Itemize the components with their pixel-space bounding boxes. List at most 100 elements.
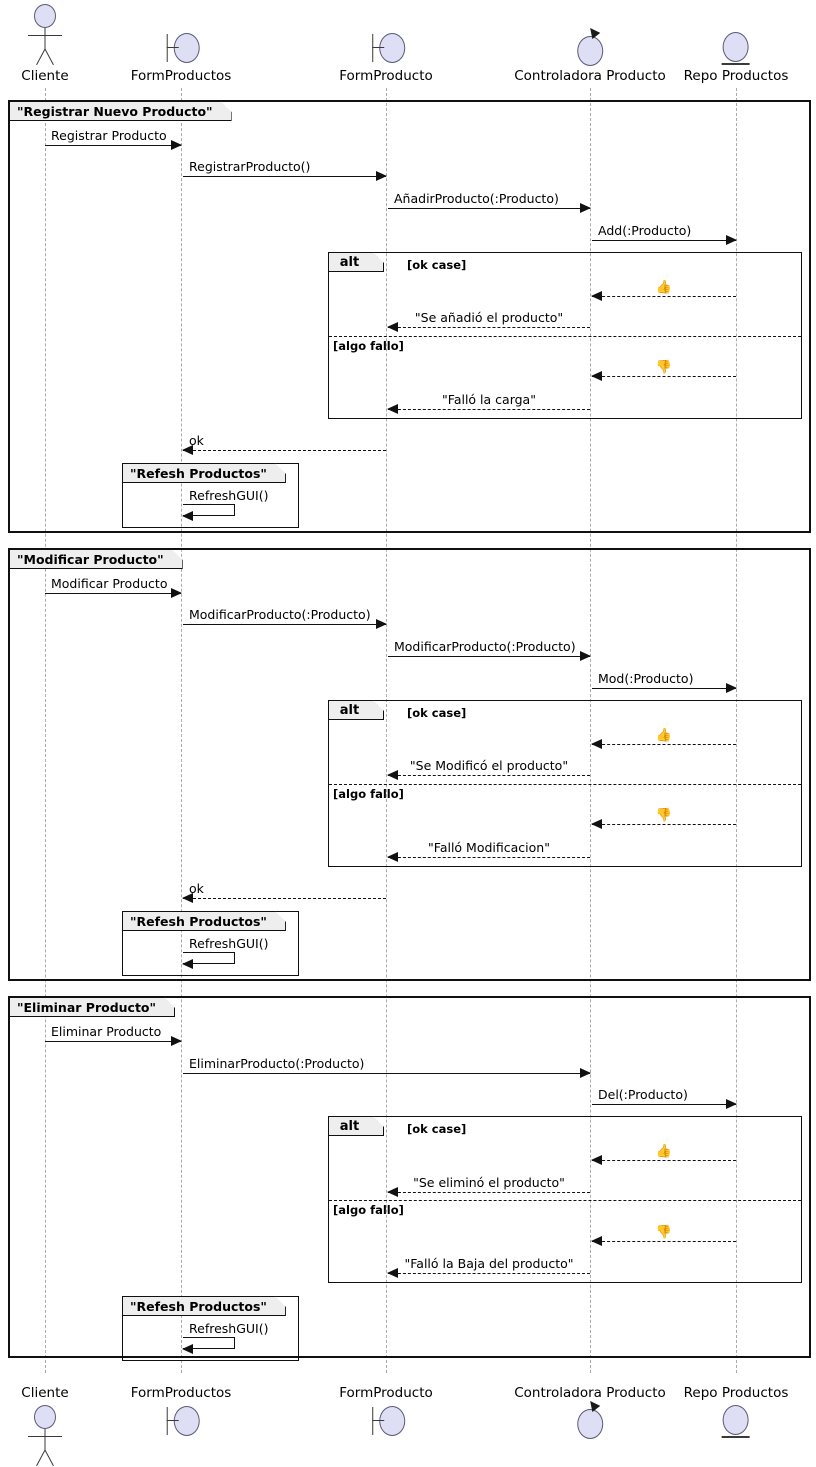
message-label: "Se Modificó el producto": [409, 758, 569, 773]
alt-condition-fail: [algo fallo]: [333, 787, 404, 801]
participant-label: Controladora Producto: [514, 1385, 666, 1401]
participant-repo-productos-top[interactable]: Repo Productos: [683, 28, 789, 84]
participant-repo-productos-bottom[interactable]: Repo Productos: [683, 1385, 789, 1441]
message-modificar-producto[interactable]: Modificar Producto: [45, 577, 182, 598]
fragment-label: "Registrar Nuevo Producto": [9, 101, 232, 121]
alt-fragment-registrar[interactable]: alt [ok case] [algo fallo]: [328, 252, 802, 419]
alt-condition-ok: [ok case]: [407, 1122, 467, 1136]
fragment-label: "Refesh Productos": [122, 463, 286, 483]
message-registrarproducto-call[interactable]: RegistrarProducto(): [183, 160, 387, 181]
participant-label: Cliente: [21, 68, 69, 84]
participant-label: Repo Productos: [683, 68, 789, 84]
message-label: Eliminar Producto: [51, 1024, 162, 1039]
message-ok-ack-2[interactable]: ok: [182, 882, 386, 903]
message-ok-ack-1[interactable]: ok: [182, 434, 386, 455]
message-label: "Falló la carga": [442, 392, 536, 407]
lifeline-controladora-producto: [590, 88, 591, 1373]
message-label: RefreshGUI(): [189, 488, 269, 503]
control-icon: [560, 1397, 620, 1441]
alt-condition-ok: [ok case]: [407, 706, 467, 720]
message-registrar-producto[interactable]: Registrar Producto: [45, 129, 182, 150]
participant-cliente-top[interactable]: Cliente: [15, 2, 75, 84]
message-label: 👎: [655, 808, 673, 823]
message-modificarproducto-call[interactable]: ModificarProducto(:Producto): [183, 608, 387, 629]
message-fail-return-thumbsdown[interactable]: 👎: [591, 361, 736, 381]
message-del-producto[interactable]: Del(:Producto): [592, 1088, 737, 1109]
alt-condition-fail: [algo fallo]: [333, 339, 404, 353]
participant-cliente-bottom[interactable]: Cliente: [15, 1385, 75, 1467]
participant-formproducto-bottom[interactable]: FormProducto: [339, 1385, 433, 1441]
participant-formproductos-bottom[interactable]: FormProductos: [130, 1385, 232, 1441]
message-label: RefreshGUI(): [189, 1321, 269, 1336]
fragment-registrar-nuevo-producto[interactable]: "Registrar Nuevo Producto": [8, 100, 811, 533]
message-label: ModificarProducto(:Producto): [189, 607, 371, 622]
message-se-modifico-el-producto[interactable]: "Se Modificó el producto": [387, 759, 590, 780]
participant-label: FormProducto: [339, 1385, 433, 1401]
message-label: Modificar Producto: [51, 576, 168, 591]
message-eliminarproducto-call[interactable]: EliminarProducto(:Producto): [183, 1057, 591, 1078]
lifeline-formproductos: [181, 88, 182, 1373]
message-label: Mod(:Producto): [598, 671, 694, 686]
participant-formproducto-top[interactable]: FormProducto: [339, 28, 433, 84]
participant-label: Repo Productos: [683, 1385, 789, 1401]
self-message-refreshgui-3[interactable]: RefreshGUI(): [182, 1321, 268, 1354]
fragment-label: "Refesh Productos": [122, 1296, 286, 1316]
alt-operator-label: alt: [328, 700, 384, 720]
message-se-elimino-el-producto[interactable]: "Se eliminó el producto": [387, 1176, 590, 1197]
message-label: Add(:Producto): [598, 223, 692, 238]
alt-divider: [329, 336, 801, 337]
message-fallo-modificacion[interactable]: "Falló Modificacion": [387, 841, 590, 862]
participant-controladora-producto-top[interactable]: Controladora Producto: [514, 24, 666, 84]
message-label: ModificarProducto(:Producto): [394, 639, 576, 654]
fragment-label: "Refesh Productos": [122, 911, 286, 931]
message-fallo-la-carga[interactable]: "Falló la carga": [387, 393, 590, 414]
message-fail-return-thumbsdown-3[interactable]: 👎: [591, 1226, 736, 1246]
fragment-modificar-producto[interactable]: "Modificar Producto": [8, 548, 811, 981]
lifeline-repo-productos: [736, 88, 737, 1373]
participant-controladora-producto-bottom[interactable]: Controladora Producto: [514, 1385, 666, 1441]
fragment-refesh-productos-3[interactable]: "Refesh Productos": [122, 1296, 299, 1361]
entity-icon: [706, 28, 766, 68]
self-message-refreshgui-2[interactable]: RefreshGUI(): [182, 936, 268, 969]
message-label: Del(:Producto): [598, 1087, 688, 1102]
message-eliminar-producto[interactable]: Eliminar Producto: [45, 1025, 182, 1046]
message-ok-return-thumbsup[interactable]: 👍: [591, 281, 736, 301]
fragment-eliminar-producto[interactable]: "Eliminar Producto": [8, 996, 811, 1358]
boundary-icon: [356, 1401, 416, 1441]
message-label: ok: [189, 881, 204, 896]
lifeline-cliente: [45, 88, 46, 1373]
message-label: AñadirProducto(:Producto): [394, 191, 559, 206]
message-label: 👍: [655, 728, 673, 743]
message-se-anadio-el-producto[interactable]: "Se añadió el producto": [387, 311, 590, 332]
message-label: EliminarProducto(:Producto): [189, 1056, 365, 1071]
control-icon: [560, 24, 620, 68]
message-label: 👎: [655, 360, 673, 375]
message-add-producto[interactable]: Add(:Producto): [592, 224, 737, 245]
message-label: "Falló Modificacion": [428, 840, 550, 855]
alt-fragment-eliminar[interactable]: alt [ok case] [algo fallo]: [328, 1116, 802, 1283]
message-fail-return-thumbsdown-2[interactable]: 👎: [591, 809, 736, 829]
message-fallo-la-baja[interactable]: "Falló la Baja del producto": [387, 1257, 590, 1278]
message-label: RefreshGUI(): [189, 936, 269, 951]
participant-label: Cliente: [21, 1385, 69, 1401]
participant-label: FormProductos: [130, 68, 232, 84]
message-mod-producto[interactable]: Mod(:Producto): [592, 672, 737, 693]
alt-fragment-modificar[interactable]: alt [ok case] [algo fallo]: [328, 700, 802, 867]
boundary-icon: [356, 28, 416, 68]
fragment-label: "Eliminar Producto": [9, 997, 175, 1017]
message-label: RegistrarProducto(): [189, 159, 311, 174]
fragment-refesh-productos-2[interactable]: "Refesh Productos": [122, 911, 299, 976]
fragment-refesh-productos-1[interactable]: "Refesh Productos": [122, 463, 299, 528]
self-message-refreshgui-1[interactable]: RefreshGUI(): [182, 488, 268, 521]
participant-label: FormProductos: [130, 1385, 232, 1401]
message-modificarproducto-fwd[interactable]: ModificarProducto(:Producto): [388, 640, 591, 661]
message-label: "Se añadió el producto": [414, 310, 564, 325]
alt-operator-label: alt: [328, 252, 384, 272]
message-anadirproducto[interactable]: AñadirProducto(:Producto): [388, 192, 591, 213]
message-label: "Se eliminó el producto": [413, 1175, 565, 1190]
actor-icon: [15, 2, 75, 66]
participant-formproductos-top[interactable]: FormProductos: [130, 28, 232, 84]
fragment-label: "Modificar Producto": [9, 549, 183, 569]
message-ok-return-thumbsup-3[interactable]: 👍: [591, 1145, 736, 1165]
message-ok-return-thumbsup-2[interactable]: 👍: [591, 729, 736, 749]
